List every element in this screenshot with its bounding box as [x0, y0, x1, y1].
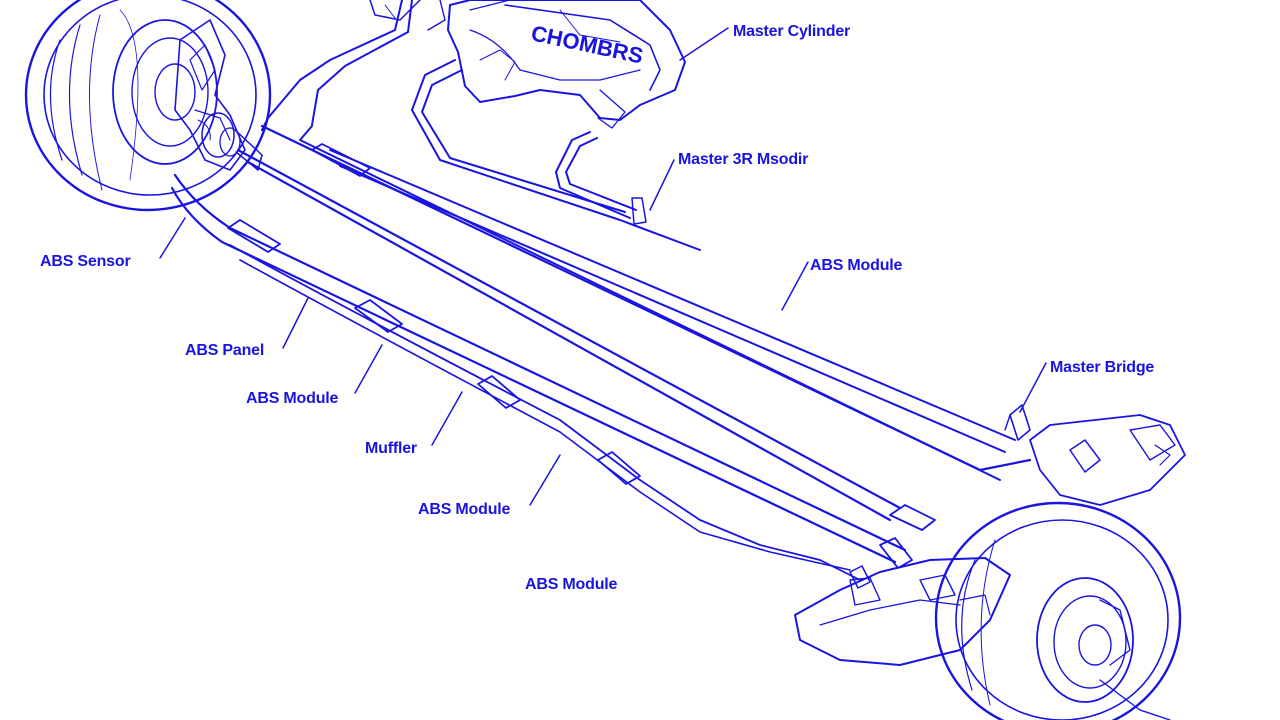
label-abs-panel: ABS Panel	[185, 342, 264, 359]
label-abs-module-1: ABS Module	[246, 390, 339, 407]
front-left-wheel	[24, 0, 272, 212]
leader-muffler	[431, 391, 463, 446]
rear-axle-assembly	[794, 404, 1186, 666]
line-clips	[227, 143, 936, 569]
label-abs-module-4: ABS Module	[525, 576, 618, 593]
master-cylinder: CHOMBRS	[369, 0, 686, 129]
label-abs-module-2: ABS Module	[418, 501, 511, 518]
front-left-caliper	[174, 19, 263, 171]
leader-abs-module-3	[781, 261, 809, 311]
leader-abs-module-2	[529, 454, 561, 506]
leader-lines	[159, 27, 1047, 506]
label-muffler: Muffler	[365, 440, 417, 457]
label-master-cylinder: Master Cylinder	[733, 23, 850, 40]
leader-abs-module-1	[354, 344, 383, 394]
master-brake-lines	[261, 0, 701, 251]
label-abs-sensor: ABS Sensor	[40, 253, 130, 270]
rear-right-wheel	[934, 501, 1182, 720]
callouts: Master Cylinder Master 3R Msodir ABS Mod…	[40, 23, 1155, 593]
label-master-bridge: Master Bridge	[1050, 359, 1154, 376]
label-abs-module-3: ABS Module	[810, 257, 903, 274]
leader-lower-center	[649, 159, 675, 211]
main-brake-lines	[170, 124, 1032, 581]
label-lower-center: Master 3R Msodir	[678, 151, 808, 168]
leader-abs-panel	[282, 297, 309, 349]
leader-abs-sensor	[159, 217, 186, 259]
master-cylinder-stamp: CHOMBRS	[529, 20, 645, 68]
leader-master-cylinder	[679, 27, 729, 61]
leader-master-bridge	[1019, 362, 1047, 413]
